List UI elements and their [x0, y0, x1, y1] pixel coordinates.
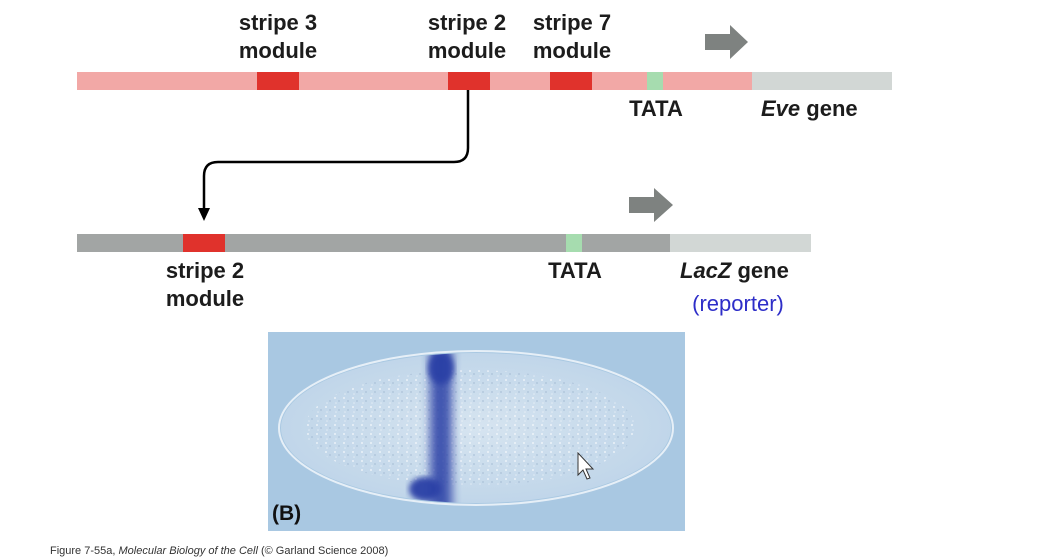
eve-gene-label: Eve gene: [761, 96, 858, 121]
stripe-2-label-line1: stripe 2: [428, 10, 506, 35]
eve-gene-region: [752, 72, 892, 90]
stripe-2-module-box: [448, 72, 490, 90]
connector-arrowhead-icon: [198, 208, 210, 221]
stripe-3-label-line1: stripe 3: [239, 10, 317, 35]
stripe-2-label-line2: module: [428, 38, 506, 63]
embryo-outline: [278, 350, 674, 506]
caption-figure: Figure 7-55a: [50, 545, 113, 557]
reporter-note: (reporter): [692, 291, 784, 316]
figure-caption: Figure 7-55a, Molecular Biology of the C…: [50, 545, 389, 557]
reporter-tata-label: TATA: [548, 258, 602, 283]
reporter-tata-box: [566, 234, 582, 252]
eve-transcription-arrow-icon: [705, 25, 748, 59]
caption-credit: (© Garland Science 2008): [257, 545, 389, 557]
eve-gene-word: gene: [800, 96, 857, 121]
eve-tata-label: TATA: [629, 96, 683, 121]
mouse-pointer-icon: [577, 451, 595, 480]
lacz-gene-region: [670, 234, 811, 252]
photo-panel-label: (B): [272, 502, 302, 525]
reporter-regulatory-track: [77, 234, 670, 252]
embryo-yolk: [305, 370, 635, 486]
caption-title: Molecular Biology of the Cell: [118, 545, 258, 557]
reporter-stripe-2-label-line2: module: [166, 286, 244, 311]
stripe-7-module-box: [550, 72, 592, 90]
eve-gene-name: Eve: [761, 96, 800, 121]
stripe-7-label-line1: stripe 7: [533, 10, 611, 35]
reporter-construct: stripe 2 module TATA LacZ gene (reporter…: [77, 188, 811, 316]
stripe-3-module-box: [257, 72, 299, 90]
lacz-gene-word: gene: [731, 258, 788, 283]
embryo-photo: [268, 332, 685, 531]
connector-line: [202, 90, 470, 210]
stripe-2-stain: [409, 353, 458, 503]
reporter-transcription-arrow-icon: [629, 188, 673, 222]
lacz-gene-name: LacZ: [680, 258, 733, 283]
stripe-3-label-line2: module: [239, 38, 317, 63]
module-transfer-connector: [198, 90, 470, 221]
eve-tata-box: [647, 72, 663, 90]
reporter-stripe-2-label-line1: stripe 2: [166, 258, 244, 283]
lacz-gene-label: LacZ gene: [680, 258, 789, 283]
stripe-7-label-line2: module: [533, 38, 611, 63]
reporter-stripe-2-module-box: [183, 234, 225, 252]
eve-construct: stripe 3 module stripe 2 module stripe 7…: [77, 10, 892, 121]
